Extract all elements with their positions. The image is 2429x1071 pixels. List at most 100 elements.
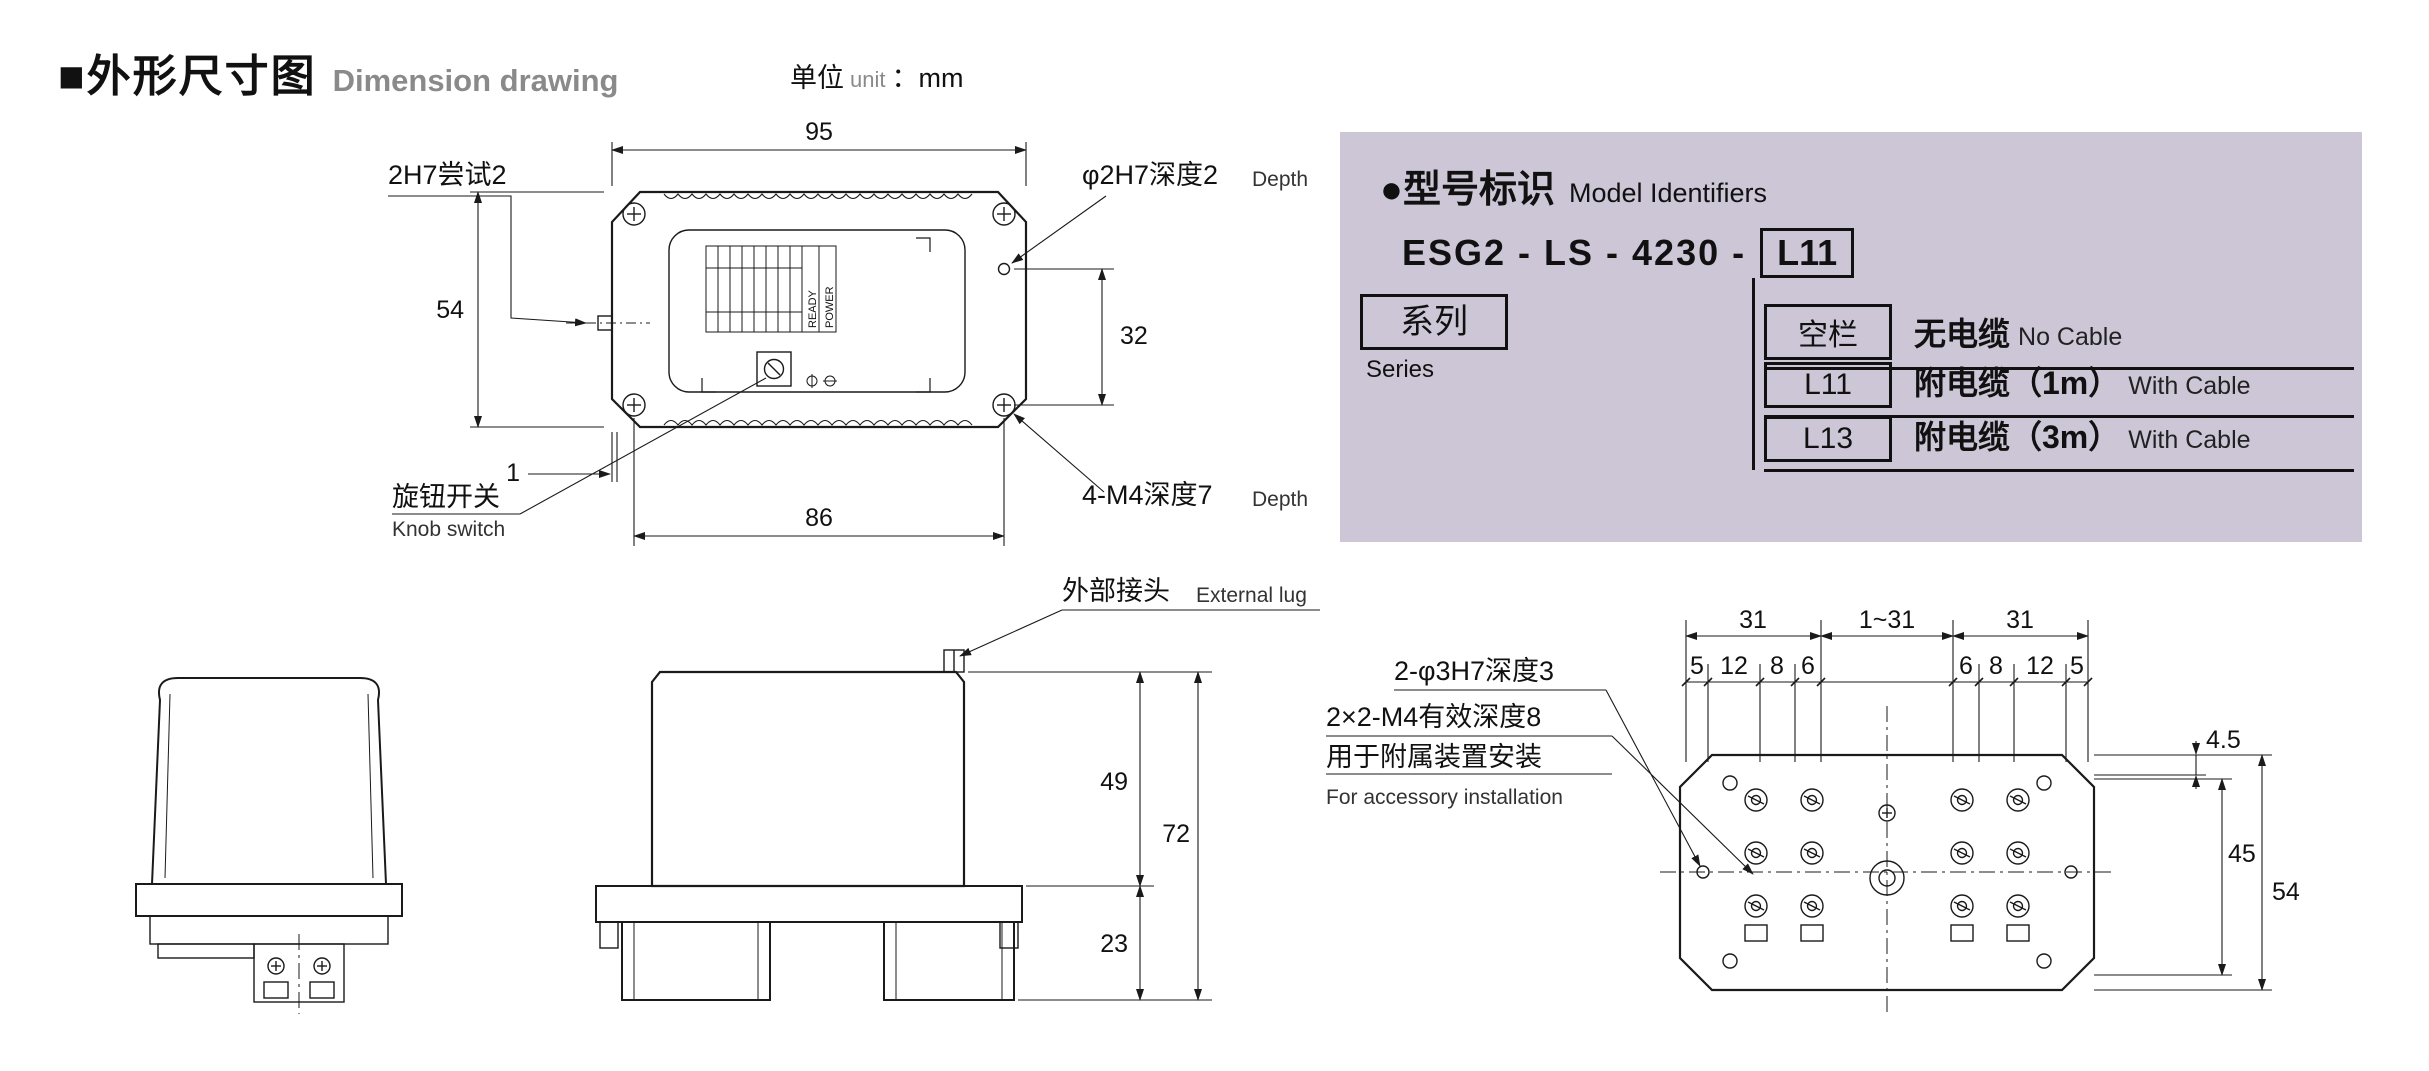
label-phi2h7-zh: φ2H7深度2 bbox=[1082, 160, 1218, 190]
page-title-zh: ■外形尺寸图 bbox=[58, 52, 317, 101]
m4-screw-icon bbox=[992, 202, 1016, 226]
dim-1: 1 bbox=[506, 459, 520, 487]
cable-desc-zh: 附电缆（1m） bbox=[1914, 365, 2121, 401]
label-2h7: 2H7尝试2 bbox=[388, 160, 507, 190]
cable-code: L13 bbox=[1764, 416, 1892, 462]
panel-title-zh: ●型号标识 bbox=[1380, 169, 1555, 211]
unit-label-zh: 单位 bbox=[790, 63, 844, 93]
dim-86: 86 bbox=[805, 504, 833, 532]
panel-corner-marks bbox=[701, 237, 931, 393]
series-label-en: Series bbox=[1366, 356, 1435, 383]
dim-6-r: 6 bbox=[1959, 652, 1973, 680]
top-view-rib-band-bottom bbox=[663, 419, 973, 426]
side-view-left bbox=[135, 677, 403, 1014]
dim-6-l: 6 bbox=[1801, 652, 1815, 680]
external-lug bbox=[943, 649, 965, 673]
dim-54-bottom: 54 bbox=[2272, 878, 2300, 906]
series-box: 系列 bbox=[1360, 294, 1508, 350]
m4-accessory-hole bbox=[2036, 775, 2052, 791]
cable-desc-en: With Cable bbox=[2128, 372, 2251, 400]
m4-accessory-hole bbox=[1722, 775, 1738, 791]
dim-5-l: 5 bbox=[1690, 652, 1704, 680]
label-phi2h7-en: Depth bbox=[1252, 168, 1308, 191]
cable-option-row: 空栏 无电缆 No Cable bbox=[1764, 304, 2354, 370]
bottom-view: 31 1~31 31 5 12 8 6 6 8 bbox=[1326, 606, 2300, 1016]
base-block bbox=[149, 915, 389, 945]
flange bbox=[595, 885, 1023, 923]
top-view-callouts: 2H7尝试2 φ2H7深度2 Depth 4-M4深度7 Depth 旋钮开关 … bbox=[388, 160, 1308, 541]
body-outline bbox=[650, 670, 966, 888]
label-m4-en: For accessory installation bbox=[1326, 786, 1563, 809]
model-suffix-box: L11 bbox=[1760, 228, 1855, 278]
model-prefix: ESG2 - LS - 4230 - bbox=[1402, 232, 1747, 273]
top-view-dimensions: 95 54 86 1 32 bbox=[436, 118, 1148, 546]
label-m4-line1: 2×2-M4有效深度8 bbox=[1326, 702, 1541, 732]
foot-right bbox=[883, 921, 1015, 1001]
dim-31-right: 31 bbox=[2006, 606, 2034, 634]
dim-8-r: 8 bbox=[1989, 652, 2003, 680]
top-view-inner-panel bbox=[668, 229, 966, 393]
unit-value: ：mm bbox=[891, 63, 964, 93]
dim-32: 32 bbox=[1120, 322, 1148, 350]
cable-code: L11 bbox=[1764, 362, 1892, 408]
m4-screw-icon bbox=[622, 393, 646, 417]
dim-5-r: 5 bbox=[2070, 652, 2084, 680]
dim-54: 54 bbox=[436, 296, 464, 324]
cable-desc-en: With Cable bbox=[2128, 426, 2251, 454]
cover-outline bbox=[150, 677, 388, 885]
cable-code: 空栏 bbox=[1764, 304, 1892, 360]
side-view-center: 外部接头 External lug 49 23 72 bbox=[595, 576, 1320, 1001]
terminal-group-right bbox=[1950, 788, 2030, 942]
label-lug-zh: 外部接头 bbox=[1062, 576, 1170, 606]
label-3h7: 2-φ3H7深度3 bbox=[1394, 656, 1554, 686]
dim-95: 95 bbox=[805, 118, 833, 146]
dim-12-l: 12 bbox=[1720, 652, 1748, 680]
dim-4-5: 4.5 bbox=[2206, 726, 2241, 754]
cable-desc-zh: 无电缆 bbox=[1914, 316, 2011, 352]
dim-23: 23 bbox=[1100, 930, 1128, 958]
cable-desc-zh: 附电缆（3m） bbox=[1914, 419, 2121, 455]
m4-accessory-hole bbox=[1722, 953, 1738, 969]
top-view: READY POWER bbox=[388, 118, 1308, 546]
bottom-view-callouts: 2-φ3H7深度3 2×2-M4有效深度8 用于附属装置安装 For acces… bbox=[1326, 656, 1754, 875]
panel-title-en: Model Identifiers bbox=[1568, 178, 1768, 208]
dim-45: 45 bbox=[2228, 840, 2256, 868]
top-view-rib-band-top bbox=[663, 193, 973, 200]
model-number: ESG2 - LS - 4230 - L11 bbox=[1402, 228, 1855, 278]
label-knob-en: Knob switch bbox=[392, 518, 505, 541]
ready-label: READY bbox=[807, 289, 819, 328]
cable-option-row: L13 附电缆（3m） With Cable bbox=[1764, 412, 2354, 472]
unit-label-en: unit bbox=[850, 67, 886, 92]
dim-31-left: 31 bbox=[1739, 606, 1767, 634]
bottom-view-right-dimensions: 4.5 45 54 bbox=[2094, 726, 2300, 991]
label-4m4-zh: 4-M4深度7 bbox=[1082, 480, 1213, 510]
chain-dimension-ticks bbox=[1681, 677, 2093, 687]
flange bbox=[135, 883, 403, 917]
label-lug-en: External lug bbox=[1196, 584, 1307, 607]
unit-note: 单位 unit ：mm bbox=[790, 56, 963, 95]
dim-12-r: 12 bbox=[2026, 652, 2054, 680]
cable-desc-en: No Cable bbox=[2018, 323, 2123, 351]
m4-screw-icon bbox=[992, 393, 1016, 417]
knob-switch[interactable] bbox=[756, 351, 792, 387]
adjust-marks bbox=[806, 374, 837, 388]
phi3h7-hole bbox=[2064, 865, 2078, 879]
foot-left bbox=[621, 921, 771, 1001]
power-label: POWER bbox=[824, 286, 836, 328]
center-boss bbox=[1869, 860, 1905, 896]
label-m4-line2: 用于附属装置安装 bbox=[1326, 742, 1542, 772]
phi2h7-hole bbox=[997, 262, 1011, 276]
dim-72: 72 bbox=[1162, 820, 1190, 848]
label-4m4-en: Depth bbox=[1252, 488, 1308, 511]
lug-callout: 外部接头 External lug bbox=[959, 576, 1320, 657]
terminal-group-left bbox=[1744, 788, 1824, 942]
dip-switch-block: READY POWER bbox=[705, 245, 837, 333]
suffix-connector-line bbox=[1752, 278, 1755, 470]
bottom-view-outline bbox=[1678, 753, 2096, 992]
m4-screw-icon bbox=[622, 202, 646, 226]
phi3h7-hole bbox=[1696, 865, 1710, 879]
page-title: ■外形尺寸图 Dimension drawing bbox=[58, 40, 619, 104]
cable-option-row: L11 附电缆（1m） With Cable bbox=[1764, 358, 2354, 418]
